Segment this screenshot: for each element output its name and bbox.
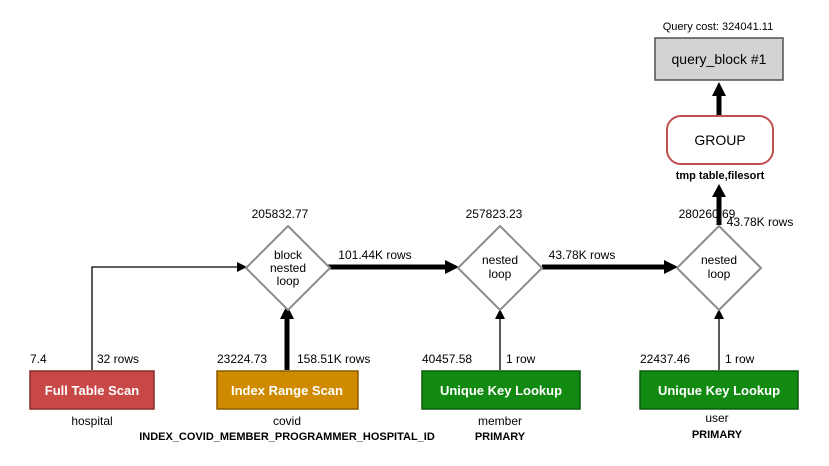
join2-label-line2: loop (489, 267, 512, 281)
table4-rows: 1 row (725, 352, 755, 366)
edge-join1-arrowhead (445, 260, 459, 274)
table2-rows: 158.51K rows (297, 352, 370, 366)
table4-node[interactable] (639, 370, 799, 410)
table1-rows: 32 rows (97, 352, 139, 366)
query-block-node[interactable] (654, 37, 784, 81)
join1-cost: 205832.77 (252, 207, 309, 221)
edge-covid-arrowhead (280, 305, 294, 319)
table4-cost: 22437.46 (640, 352, 690, 366)
edge-hospital-arrowhead (237, 262, 247, 272)
table3-cost: 40457.58 (422, 352, 472, 366)
join3-cost: 280260.69 (679, 207, 736, 221)
edge-join3-arrowhead (712, 184, 726, 197)
table3-name: member (478, 414, 522, 428)
edge-group-arrowhead (712, 82, 726, 96)
join1-out-rows: 101.44K rows (338, 248, 411, 262)
join2-cost: 257823.23 (466, 207, 523, 221)
table3-node[interactable] (421, 370, 581, 410)
join1-label-line3: loop (277, 274, 300, 288)
table4-access-type: Unique Key Lookup (658, 383, 780, 398)
join3-label-line2: loop (708, 267, 731, 281)
table3-key: PRIMARY (475, 431, 526, 443)
table2-cost: 23224.73 (217, 352, 267, 366)
edge-hospital-to-join1 (91, 266, 243, 370)
group-node[interactable] (666, 115, 774, 165)
edge-join2-arrowhead (664, 260, 678, 274)
edge-user-arrowhead (714, 309, 724, 319)
table1-node[interactable] (29, 370, 155, 410)
join1-label-line2: nested (270, 261, 306, 275)
join3-node[interactable] (675, 224, 763, 312)
table4-name: user (705, 411, 728, 425)
join2-label-line1: nested (482, 253, 518, 267)
table2-node[interactable] (216, 370, 359, 410)
join3-out-rows: 43.78K rows (727, 215, 794, 229)
table2-name: covid (273, 414, 301, 428)
table2-key: INDEX_COVID_MEMBER_PROGRAMMER_HOSPITAL_I… (139, 431, 435, 443)
table3-rows: 1 row (506, 352, 536, 366)
join1-node[interactable] (244, 224, 332, 312)
table1-access-type: Full Table Scan (45, 383, 139, 398)
table1-cost: 7.4 (30, 352, 47, 366)
edge-member-arrowhead (495, 309, 505, 319)
join2-node[interactable] (456, 224, 544, 312)
query-cost-label: Query cost: 324041.11 (663, 21, 773, 33)
table1-name: hospital (71, 414, 112, 428)
group-label: GROUP (694, 132, 745, 148)
join2-out-rows: 43.78K rows (549, 248, 616, 262)
join3-label-line1: nested (701, 253, 737, 267)
table2-access-type: Index Range Scan (231, 383, 343, 398)
table3-access-type: Unique Key Lookup (440, 383, 562, 398)
join1-label-line1: block (274, 248, 303, 262)
table4-key: PRIMARY (692, 429, 743, 441)
query-block-label: query_block #1 (672, 51, 767, 67)
group-note: tmp table,filesort (676, 170, 765, 182)
